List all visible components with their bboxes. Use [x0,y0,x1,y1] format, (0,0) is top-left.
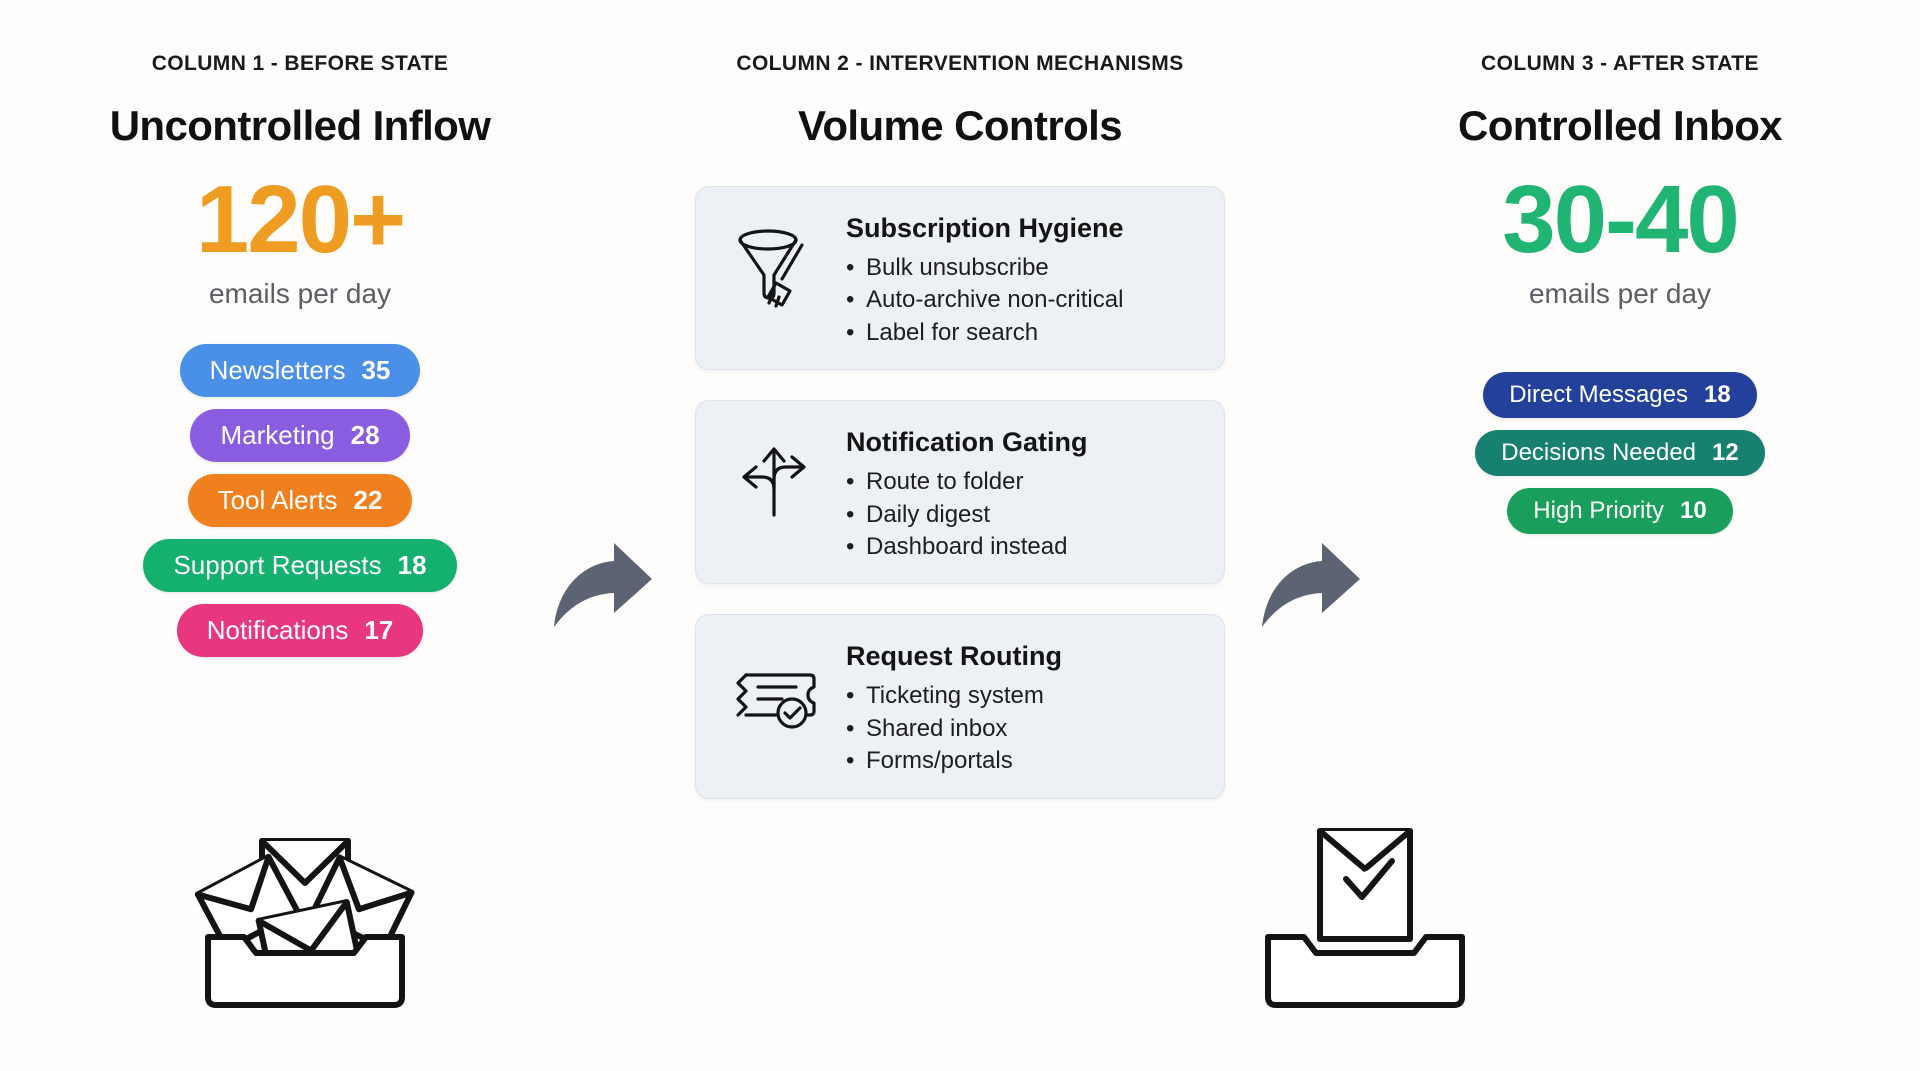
pill-marketing[interactable]: Marketing 28 [190,409,410,462]
card-body: Notification Gating Route to folder Dail… [846,421,1200,564]
card-request-routing[interactable]: Request Routing Ticketing system Shared … [695,614,1225,799]
column-3-kicker: COLUMN 3 - AFTER STATE [1481,52,1759,75]
pill-label: Support Requests [173,550,382,580]
pill-value: 28 [350,420,380,450]
pill-direct-messages[interactable]: Direct Messages 18 [1483,372,1757,418]
pill-support-requests[interactable]: Support Requests 18 [143,539,457,592]
card-body: Request Routing Ticketing system Shared … [846,635,1200,778]
pill-label: Notifications [206,615,349,645]
card-title: Request Routing [846,641,1062,672]
pill-tool-alerts[interactable]: Tool Alerts 22 [187,474,413,527]
column-2-heading: Volume Controls [798,102,1123,149]
column-1-kicker: COLUMN 1 - BEFORE STATE [151,52,449,75]
arrow-col2-to-col3-icon [1256,535,1366,630]
column-2-kicker: COLUMN 2 - INTERVENTION MECHANISMS [736,52,1184,75]
mechanism-card-list: Subscription Hygiene Bulk unsubscribe Au… [600,186,1320,799]
column-before-state: COLUMN 1 - BEFORE STATE Uncontrolled Inf… [40,0,560,1071]
column-3-metric-caption: emails per day [1528,278,1712,309]
funnel-broom-icon [720,207,828,319]
pill-value: 10 [1680,497,1707,524]
pill-label: Marketing [220,420,335,450]
column-1-metric-caption: emails per day [208,278,392,309]
pill-value: 12 [1712,439,1739,466]
card-bullet: Forms/portals [846,745,1200,778]
organized-inbox-check-icon [1250,815,1480,1015]
ticket-check-icon [720,635,828,747]
column-3-metric: 30-40 [1502,166,1740,273]
card-title: Subscription Hygiene [846,213,1124,243]
column-1-pill-list: Newsletters 35 Marketing 28 Tool Alerts … [40,344,560,657]
pill-label: Newsletters [209,355,346,385]
pill-value: 18 [1704,381,1731,408]
pill-label: Tool Alerts [217,485,338,515]
card-bullets: Bulk unsubscribe Auto-archive non-critic… [846,252,1200,350]
card-notification-gating[interactable]: Notification Gating Route to folder Dail… [695,400,1225,585]
column-1-metric: 120+ [195,166,406,273]
pill-value: 22 [353,485,383,515]
pill-label: Decisions Needed [1501,439,1697,466]
card-bullet: Auto-archive non-critical [846,284,1200,317]
pill-value: 18 [397,550,427,580]
pill-decisions-needed[interactable]: Decisions Needed 12 [1475,430,1765,476]
card-bullets: Ticketing system Shared inbox Forms/port… [846,680,1200,778]
pill-high-priority[interactable]: High Priority 10 [1507,488,1733,534]
card-subscription-hygiene[interactable]: Subscription Hygiene Bulk unsubscribe Au… [695,186,1225,371]
card-title: Notification Gating [846,427,1088,458]
card-bullet: Shared inbox [846,713,1200,746]
column-after-state: COLUMN 3 - AFTER STATE Controlled Inbox … [1360,0,1880,1071]
pill-value: 17 [364,615,394,645]
card-bullet: Dashboard instead [846,531,1200,564]
pill-notifications[interactable]: Notifications 17 [176,604,424,657]
pill-label: Direct Messages [1509,381,1689,408]
pill-newsletters[interactable]: Newsletters 35 [179,344,421,397]
card-bullet: Label for search [846,317,1200,350]
card-body: Subscription Hygiene Bulk unsubscribe Au… [846,207,1200,350]
card-bullets: Route to folder Daily digest Dashboard i… [846,466,1200,564]
card-bullet: Bulk unsubscribe [846,252,1200,285]
pill-value: 35 [361,355,391,385]
arrow-col1-to-col2-icon [548,535,658,630]
column-intervention-mechanisms: COLUMN 2 - INTERVENTION MECHANISMS Volum… [600,0,1320,1071]
card-bullet: Route to folder [846,466,1200,499]
route-split-arrows-icon [720,421,828,533]
column-3-pill-list: Direct Messages 18 Decisions Needed 12 H… [1360,372,1880,534]
card-bullet: Ticketing system [846,680,1200,713]
overflowing-inbox-icon [190,815,420,1015]
column-1-heading: Uncontrolled Inflow [109,102,491,149]
pill-label: High Priority [1533,497,1664,524]
column-3-heading: Controlled Inbox [1457,102,1783,149]
card-bullet: Daily digest [846,499,1200,532]
